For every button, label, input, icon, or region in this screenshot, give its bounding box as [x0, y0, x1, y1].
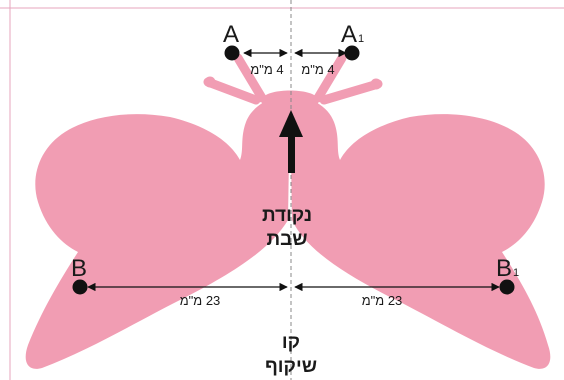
right-wing-shape [290, 95, 550, 369]
rest-point-label-line1: נקודת [262, 205, 312, 226]
label-left-large-distance: 23 מ"מ [180, 293, 221, 308]
label-A1: A1 [341, 21, 364, 48]
label-left-small-distance: 4 מ"מ [250, 62, 283, 77]
label-B: B [71, 255, 87, 282]
symmetry-label-line2: שיקוף [265, 356, 317, 377]
label-right-small-distance: 4 מ"מ [301, 62, 334, 77]
label-A: A [223, 21, 239, 48]
rest-point-label-line2: שבת [266, 229, 307, 250]
left-wing-shape [26, 95, 290, 369]
label-B1: B1 [496, 255, 519, 282]
symmetry-label-line1: קו [282, 332, 300, 353]
label-right-large-distance: 23 מ"מ [362, 293, 403, 308]
